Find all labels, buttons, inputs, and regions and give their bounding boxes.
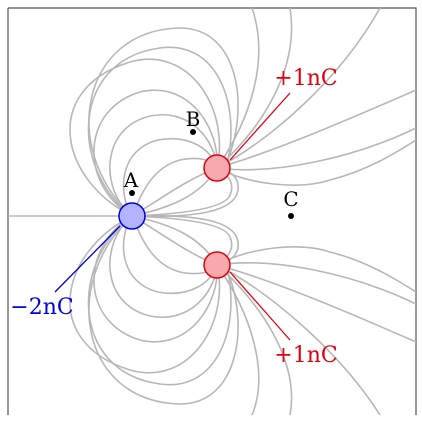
point-c-dot	[288, 213, 294, 219]
charge-label-q3: +1nC	[274, 343, 337, 368]
leader-line-q1	[229, 92, 291, 161]
charge-label-q1: +1nC	[274, 66, 337, 91]
leader-line-q2	[54, 225, 121, 293]
charge-label-q2: −2nC	[10, 295, 73, 320]
positive-charge-upper	[203, 154, 231, 182]
point-a-dot	[129, 190, 135, 196]
field-lines	[8, 7, 417, 416]
frame	[7, 7, 417, 415]
point-c-label: C	[283, 187, 298, 211]
point-b-dot	[190, 129, 196, 135]
point-b-label: B	[186, 107, 201, 131]
negative-charge	[118, 202, 146, 230]
positive-charge-lower	[203, 251, 231, 279]
point-a-label: A	[123, 168, 139, 192]
leader-line-q3	[229, 271, 291, 341]
